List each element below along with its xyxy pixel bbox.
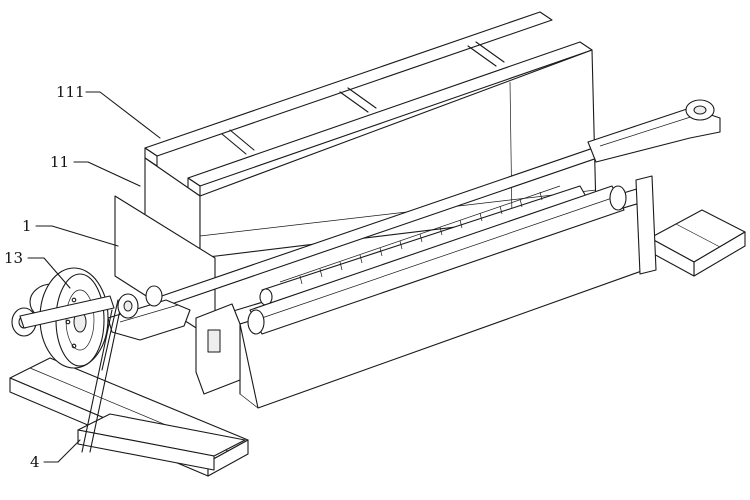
- label-4: 4: [30, 453, 40, 471]
- hopper-box: [114, 11, 597, 341]
- leader-line-1: [35, 225, 119, 247]
- label-1: 1: [22, 217, 32, 235]
- label-13: 13: [4, 249, 23, 267]
- base-rail-back: [649, 209, 746, 277]
- roller-assembly: [195, 175, 657, 409]
- leader-line-13: [27, 257, 71, 289]
- label-111: 111: [56, 83, 85, 101]
- comb-teeth: [299, 191, 543, 285]
- label-11: 11: [50, 153, 69, 171]
- leader-line-4: [43, 439, 81, 463]
- leader-line-11: [73, 161, 141, 187]
- pulley-wheel: [11, 267, 115, 369]
- base-rail-front: [9, 357, 249, 477]
- upper-shaft: [107, 99, 721, 341]
- leader-line-111: [85, 91, 161, 139]
- drive-belt: [81, 285, 163, 453]
